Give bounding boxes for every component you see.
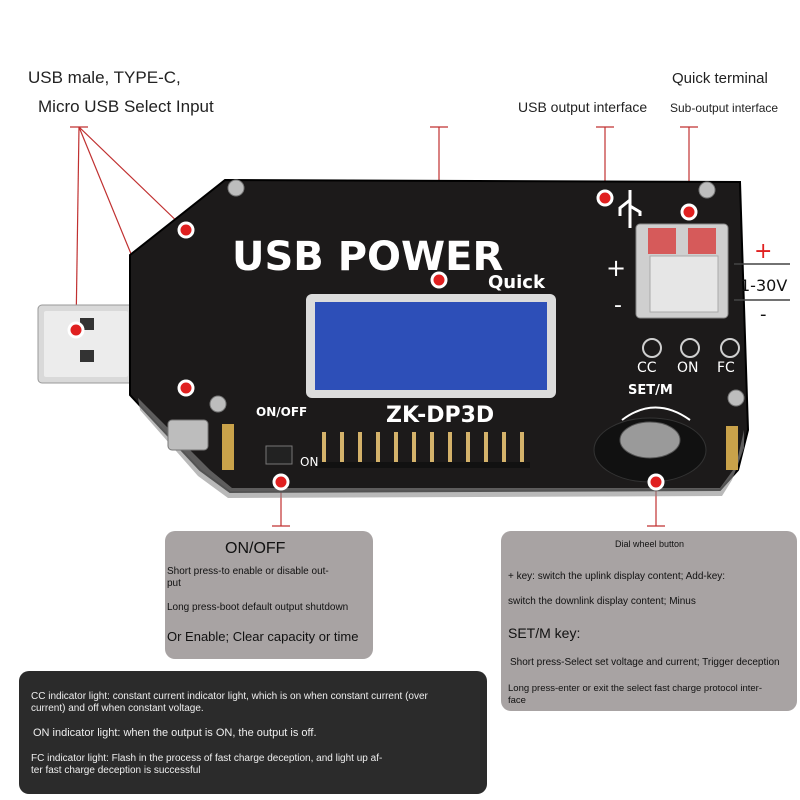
- dial-info-box: Dial wheel button + key: switch the upli…: [501, 531, 797, 711]
- screws: [209, 179, 745, 413]
- dial-box-line3: Short press-Select set voltage and curre…: [510, 657, 780, 668]
- onoff-box-line4: Or Enable; Clear capacity or time: [167, 629, 359, 644]
- terminal-plus: +: [606, 254, 626, 282]
- usb-input-label-line2: Micro USB Select Input: [38, 97, 214, 116]
- terminal-minus: -: [614, 293, 622, 318]
- sub-output-label: Sub-output interface: [670, 101, 779, 115]
- cc-indicator-line2: current) and off when constant voltage.: [31, 703, 204, 714]
- voltage-plus: +: [754, 239, 772, 264]
- indicator-cc-label: CC: [637, 360, 657, 376]
- onoff-info-box: ON/OFF Short press-to enable or disable …: [165, 531, 373, 659]
- board-onoff-label: ON/OFF: [256, 405, 307, 419]
- usb-output-port: [612, 190, 648, 228]
- standoffs: [222, 424, 738, 470]
- indicator-leds: [642, 338, 740, 358]
- cc-indicator-line1: CC indicator light: constant current ind…: [31, 691, 428, 702]
- usb-input-label-line1: USB male, TYPE-C,: [28, 68, 181, 87]
- fc-indicator-line1: FC indicator light: Flash in the process…: [31, 753, 383, 764]
- dial-box-title: Dial wheel button: [615, 539, 685, 549]
- on-indicator-line: ON indicator light: when the output is O…: [33, 727, 317, 739]
- dial-box-line5: face: [508, 695, 526, 706]
- board-on-label: ON: [300, 455, 318, 469]
- dial-box-line2: switch the downlink display content; Min…: [508, 596, 696, 607]
- indicator-fc-label: FC: [717, 360, 735, 376]
- dial-box-line4: Long press-enter or exit the select fast…: [508, 683, 762, 694]
- dial-wheel: [593, 417, 707, 483]
- onoff-box-line2: put: [167, 578, 181, 589]
- model-label: ZK-DP3D: [386, 403, 494, 428]
- brand-text: USB POWER: [232, 234, 503, 280]
- lcd-screen: [315, 302, 547, 390]
- brand-sub-text: Quick: [488, 272, 546, 293]
- indicator-on-label: ON: [677, 360, 699, 376]
- micro-usb-port: [167, 419, 209, 451]
- setm-label: SET/M: [628, 383, 673, 398]
- quick-terminal-label: Quick terminal: [672, 70, 768, 87]
- onoff-box-line3: Long press-boot default output shutdown: [167, 602, 349, 613]
- usb-output-label: USB output interface: [518, 99, 648, 115]
- dial-box-setm-title: SET/M key:: [508, 625, 581, 641]
- usb-male-plug: [37, 304, 135, 384]
- indicator-info-box: CC indicator light: constant current ind…: [19, 671, 487, 794]
- dial-box-line1: + key: switch the uplink display content…: [508, 571, 726, 582]
- fc-indicator-line2: ter fast charge deception is successful: [31, 765, 201, 776]
- pin-header: [322, 432, 524, 466]
- voltage-range: 1-30V: [740, 276, 787, 295]
- callout-markers: [67, 189, 698, 491]
- onoff-box-title: ON/OFF: [225, 540, 286, 557]
- onoff-box-line1: Short press-to enable or disable out-: [167, 566, 329, 577]
- quick-terminal: [635, 223, 729, 319]
- onoff-switch: [265, 445, 293, 465]
- voltage-minus: -: [760, 304, 767, 325]
